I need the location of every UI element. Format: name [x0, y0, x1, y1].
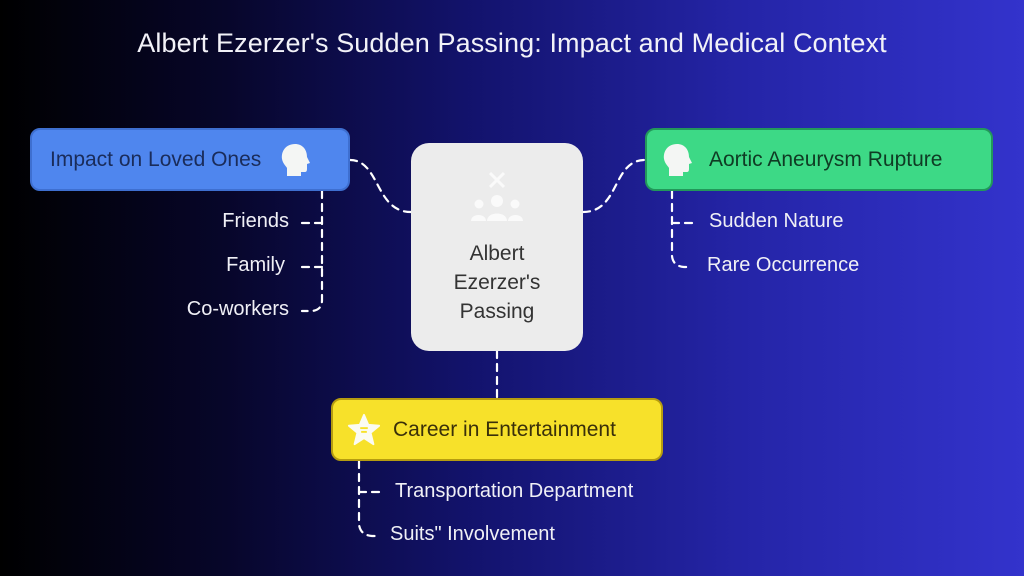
node-label: Aortic Aneurysm Rupture — [709, 147, 943, 171]
people-cross-icon — [471, 171, 523, 221]
connector-medical — [581, 158, 647, 214]
leaf-sudden-nature: Sudden Nature — [709, 210, 844, 232]
node-career-in-entertainment[interactable]: Career in Entertainment — [331, 398, 663, 461]
connector-medical-trunk — [670, 189, 694, 269]
diagram-title: Albert Ezerzer's Sudden Passing: Impact … — [137, 28, 887, 58]
node-impact-on-loved-ones[interactable]: Impact on Loved Ones — [30, 128, 350, 191]
connector-loved-ones-trunk — [300, 189, 324, 313]
head-profile-icon — [663, 143, 692, 176]
star-icon — [347, 413, 381, 445]
central-label-line: Albert — [469, 242, 525, 265]
central-node-albert-ezerzers-passing[interactable]: Albert Ezerzer's Passing — [411, 143, 583, 351]
leaf-suits-involvement: Suits" Involvement — [390, 523, 555, 545]
node-aortic-aneurysm-rupture[interactable]: Aortic Aneurysm Rupture — [645, 128, 993, 191]
central-label-line: Ezerzer's — [453, 271, 541, 294]
connector-loved-ones — [348, 158, 413, 214]
leaf-transportation-department: Transportation Department — [395, 480, 634, 502]
leaf-rare-occurrence: Rare Occurrence — [707, 254, 860, 276]
leaf-family: Family — [226, 254, 285, 276]
central-node-label: Albert Ezerzer's Passing — [411, 239, 583, 326]
leaf-friends: Friends — [222, 210, 289, 232]
node-label: Career in Entertainment — [393, 417, 616, 441]
connector-career-trunk — [357, 459, 382, 538]
leaf-co-workers: Co-workers — [186, 298, 289, 320]
central-label-line: Passing — [459, 300, 535, 323]
head-profile-icon — [282, 143, 311, 176]
node-label: Impact on Loved Ones — [50, 147, 262, 171]
